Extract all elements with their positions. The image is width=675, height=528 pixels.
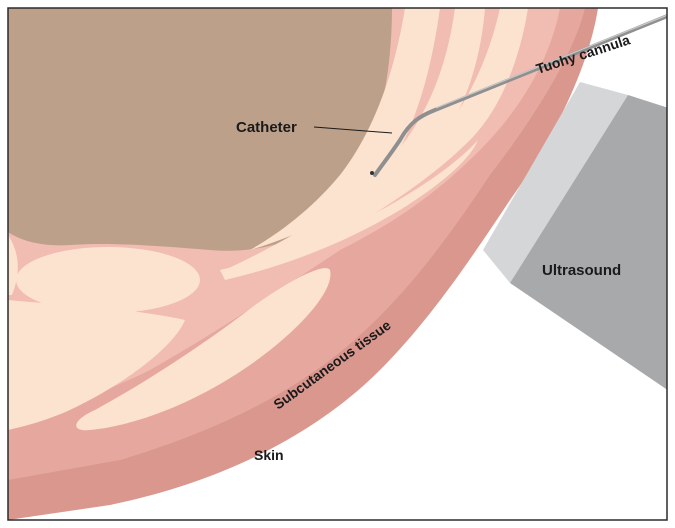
ultrasound-label: Ultrasound [542, 262, 621, 279]
catheter-tip [370, 171, 374, 175]
skin-label: Skin [254, 447, 284, 463]
catheter-label: Catheter [236, 119, 297, 136]
